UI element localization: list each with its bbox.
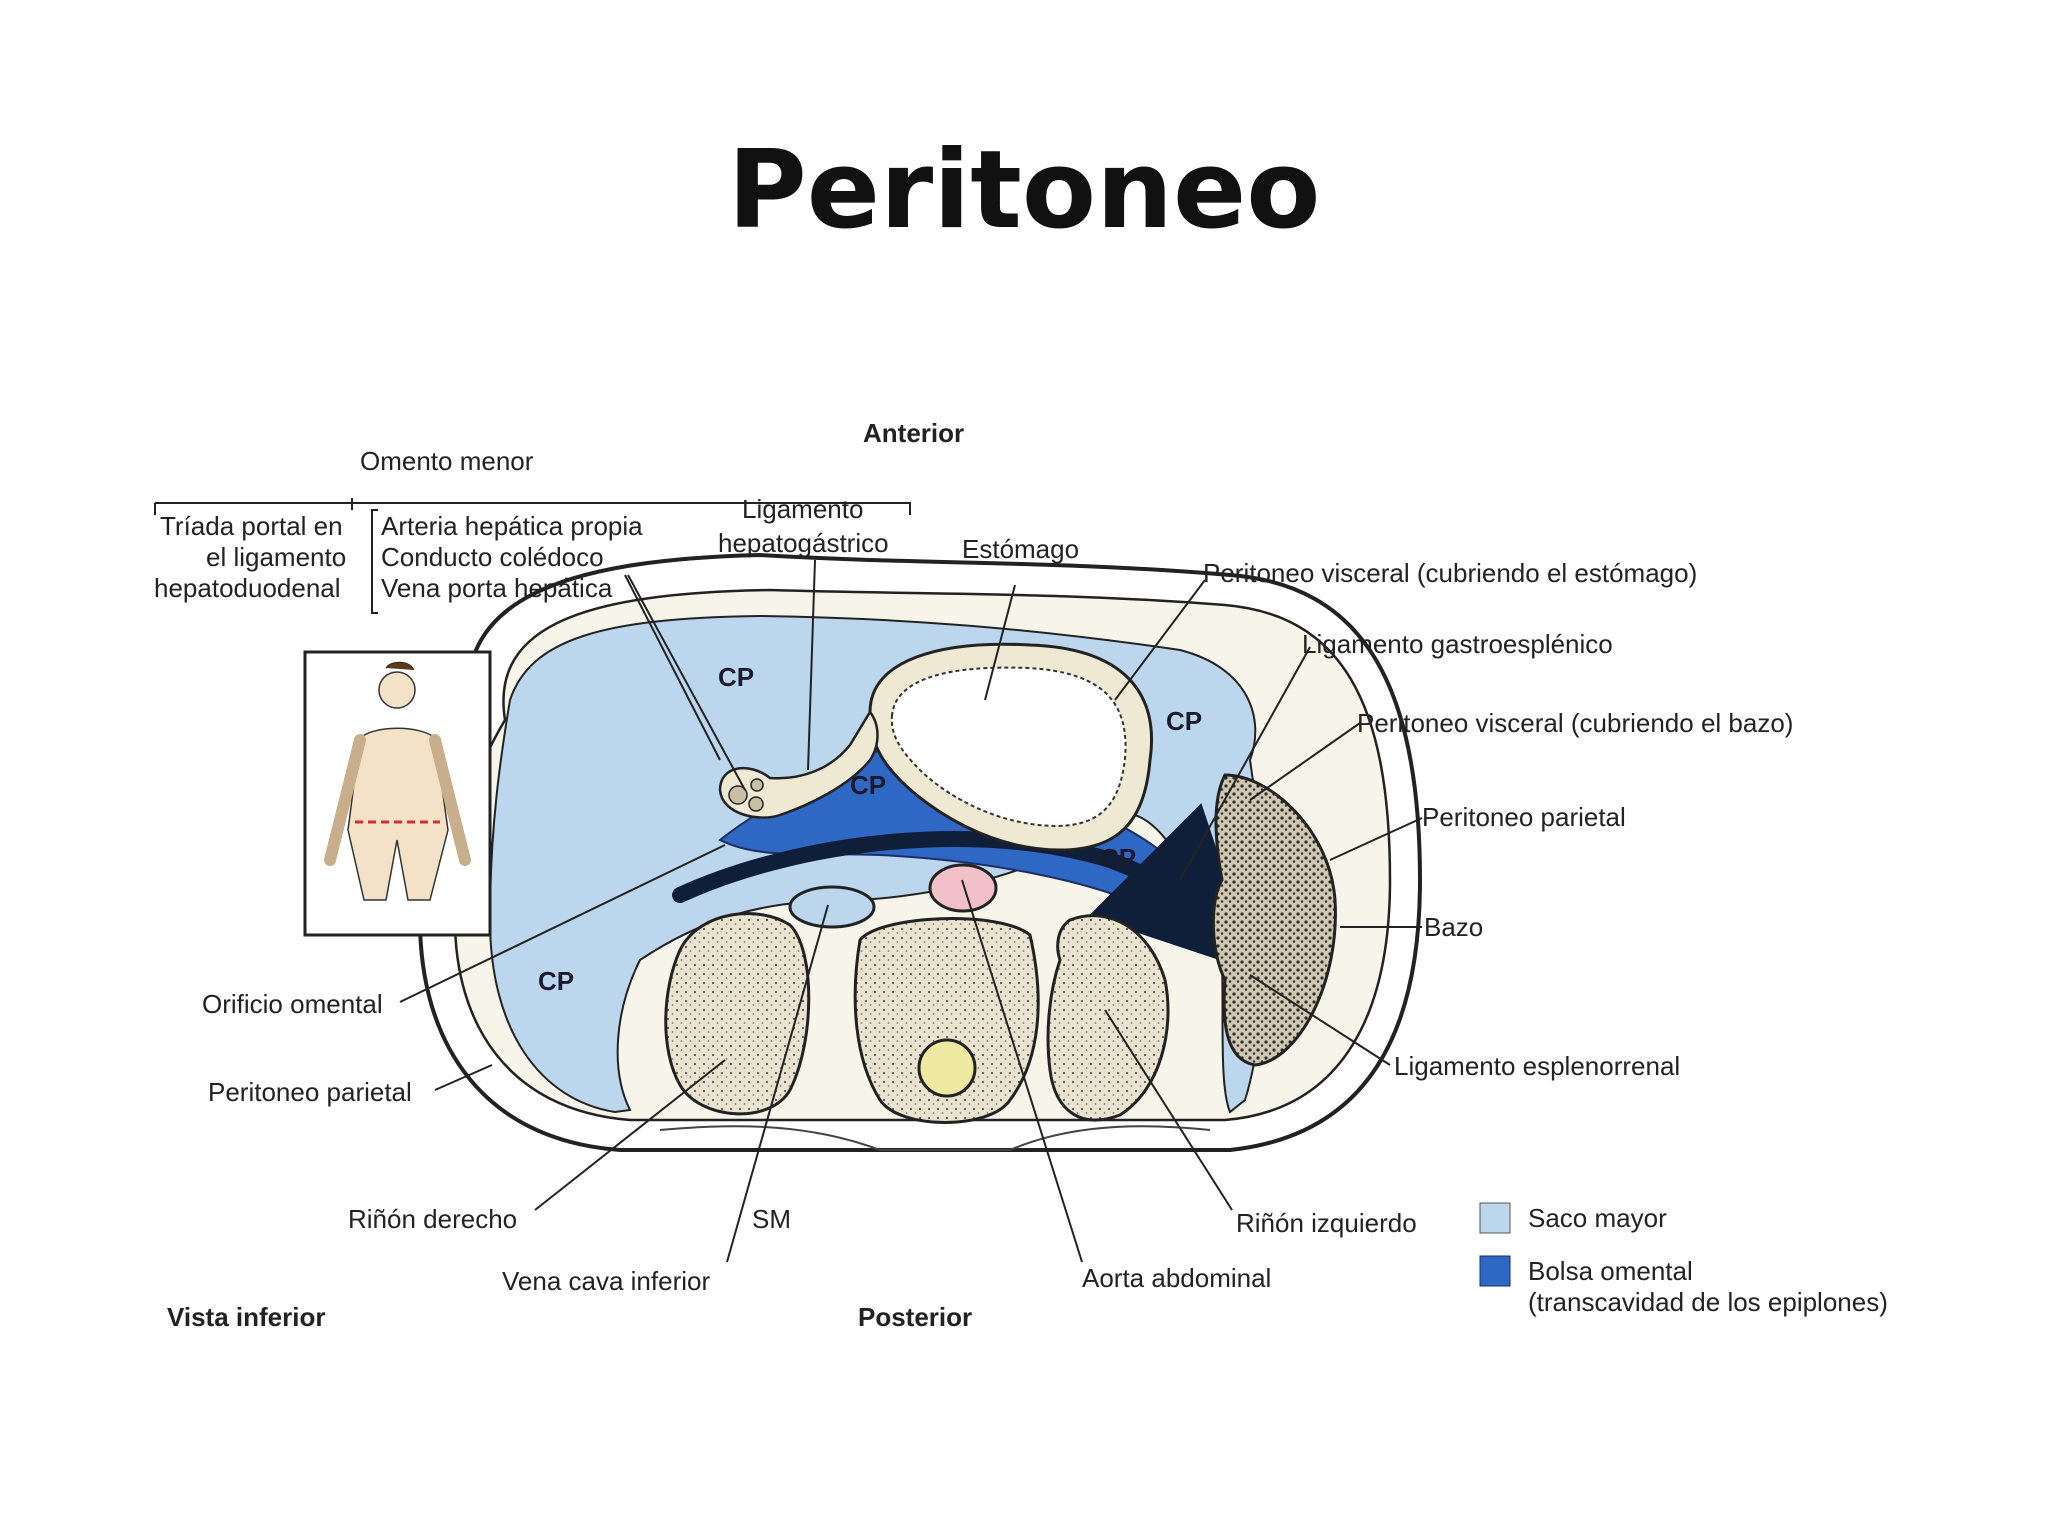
- label-rinon-derecho: Riñón derecho: [348, 1204, 517, 1234]
- label-rinon-izquierdo: Riñón izquierdo: [1236, 1208, 1417, 1238]
- posterior-muscles: [659, 1125, 1211, 1151]
- page-title: Peritoneo: [727, 128, 1321, 253]
- label-estomago: Estómago: [962, 534, 1079, 564]
- label-cp: CP: [850, 770, 886, 800]
- legend-swatch-saco-mayor: [1479, 1202, 1511, 1234]
- label-lig-esplenorrenal: Ligamento esplenorrenal: [1394, 1051, 1680, 1081]
- label-orificio-omental: Orificio omental: [202, 989, 383, 1019]
- label-aorta: Aorta abdominal: [1082, 1263, 1271, 1293]
- label-peri-parietal-left: Peritoneo parietal: [208, 1077, 412, 1107]
- label-arteria: Arteria hepática propia: [381, 511, 643, 541]
- right-kidney: [664, 912, 811, 1116]
- portal-triad-vessel: [750, 778, 764, 792]
- label-peri-visc-estomago: Peritoneo visceral (cubriendo el estómag…: [1203, 558, 1697, 588]
- legend-bolsa-omental-1: Bolsa omental: [1528, 1256, 1693, 1286]
- label-lig-hepato-2: hepatogástrico: [718, 528, 889, 558]
- portal-triad-vessel: [748, 796, 764, 812]
- portal-triad-vessel: [728, 785, 748, 805]
- label-triada-2: el ligamento: [206, 542, 346, 572]
- stomach-lumen: [890, 666, 1127, 828]
- label-vena-porta: Vena porta hepática: [381, 573, 613, 603]
- label-peri-visc-bazo: Peritoneo visceral (cubriendo el bazo): [1357, 708, 1793, 738]
- orientation-posterior: Posterior: [858, 1302, 972, 1332]
- label-conducto: Conducto colédoco: [381, 542, 604, 572]
- vertebra: [853, 917, 1040, 1124]
- legend-swatch-bolsa-omental: [1479, 1255, 1511, 1287]
- label-omento-menor: Omento menor: [360, 446, 534, 476]
- spleen: [1211, 773, 1337, 1067]
- label-cp: CP: [1100, 843, 1136, 873]
- leader-lines: [154, 498, 1423, 1263]
- label-cp: CP: [538, 966, 574, 996]
- orientation-view: Vista inferior: [167, 1302, 325, 1332]
- orientation-anterior: Anterior: [863, 418, 964, 448]
- label-bazo: Bazo: [1424, 912, 1483, 942]
- label-peri-parietal-right: Peritoneo parietal: [1422, 802, 1626, 832]
- label-lig-gastroesplenico: Ligamento gastroesplénico: [1302, 629, 1613, 659]
- label-lig-hepato-1: Ligamento: [742, 494, 863, 524]
- label-cp: CP: [1166, 706, 1202, 736]
- label-vena-cava: Vena cava inferior: [502, 1266, 710, 1296]
- abdominal-aorta: [928, 863, 998, 913]
- label-cp: CP: [718, 662, 754, 692]
- label-triada-3: hepatoduodenal: [154, 573, 341, 603]
- inset-figure: [303, 650, 492, 937]
- legend-saco-mayor: Saco mayor: [1528, 1203, 1667, 1233]
- legend-bolsa-omental-2: (transcavidad de los epiplones): [1528, 1287, 1888, 1317]
- spinal-cord: [917, 1038, 977, 1098]
- label-triada-1: Tríada portal en: [160, 511, 343, 541]
- left-kidney: [1046, 914, 1170, 1122]
- label-sm: SM: [752, 1204, 791, 1234]
- inferior-vena-cava: [788, 885, 876, 929]
